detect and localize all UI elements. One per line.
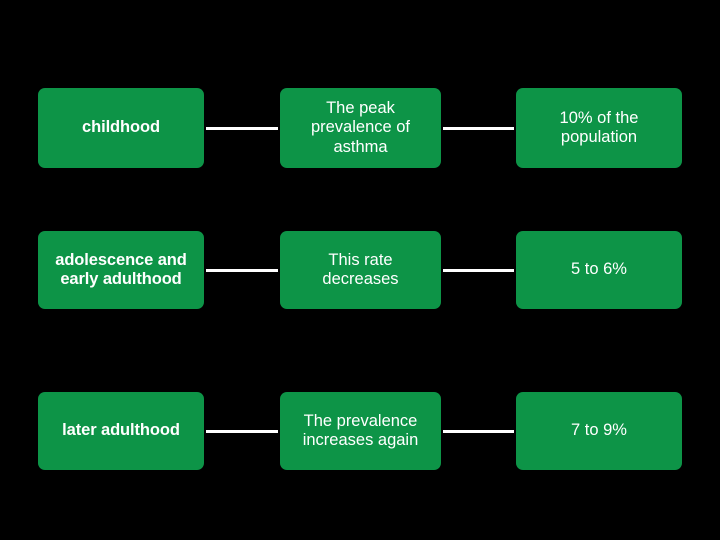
value-node[interactable]: 5 to 6% [516,231,682,309]
description-node[interactable]: The peak prevalence of asthma [280,88,441,168]
stage-node[interactable]: adolescence and early adulthood [38,231,204,309]
connector-line [206,430,278,433]
connector-line [206,127,278,130]
stage-node[interactable]: childhood [38,88,204,168]
description-label: The prevalence increases again [302,411,419,449]
description-node[interactable]: This rate decreases [280,231,441,309]
stage-label: childhood [82,118,160,137]
diagram-row: adolescence and early adulthood This rat… [0,0,720,309]
description-label: The peak prevalence of asthma [310,99,411,156]
diagram-row: later adulthood The prevalence increases… [0,0,720,470]
description-node[interactable]: The prevalence increases again [280,392,441,470]
connector-line [443,430,514,433]
value-label: 5 to 6% [571,260,627,279]
stage-label: later adulthood [62,421,180,440]
value-label: 10% of the population [559,108,639,146]
connector-line [443,269,514,272]
connector-line [206,269,278,272]
stage-node[interactable]: later adulthood [38,392,204,470]
description-label: This rate decreases [322,250,399,288]
diagram-row: childhood The peak prevalence of asthma … [0,0,720,168]
value-node[interactable]: 7 to 9% [516,392,682,470]
connector-line [443,127,514,130]
value-node[interactable]: 10% of the population [516,88,682,168]
value-label: 7 to 9% [571,421,627,440]
stage-label: adolescence and early adulthood [55,250,187,288]
